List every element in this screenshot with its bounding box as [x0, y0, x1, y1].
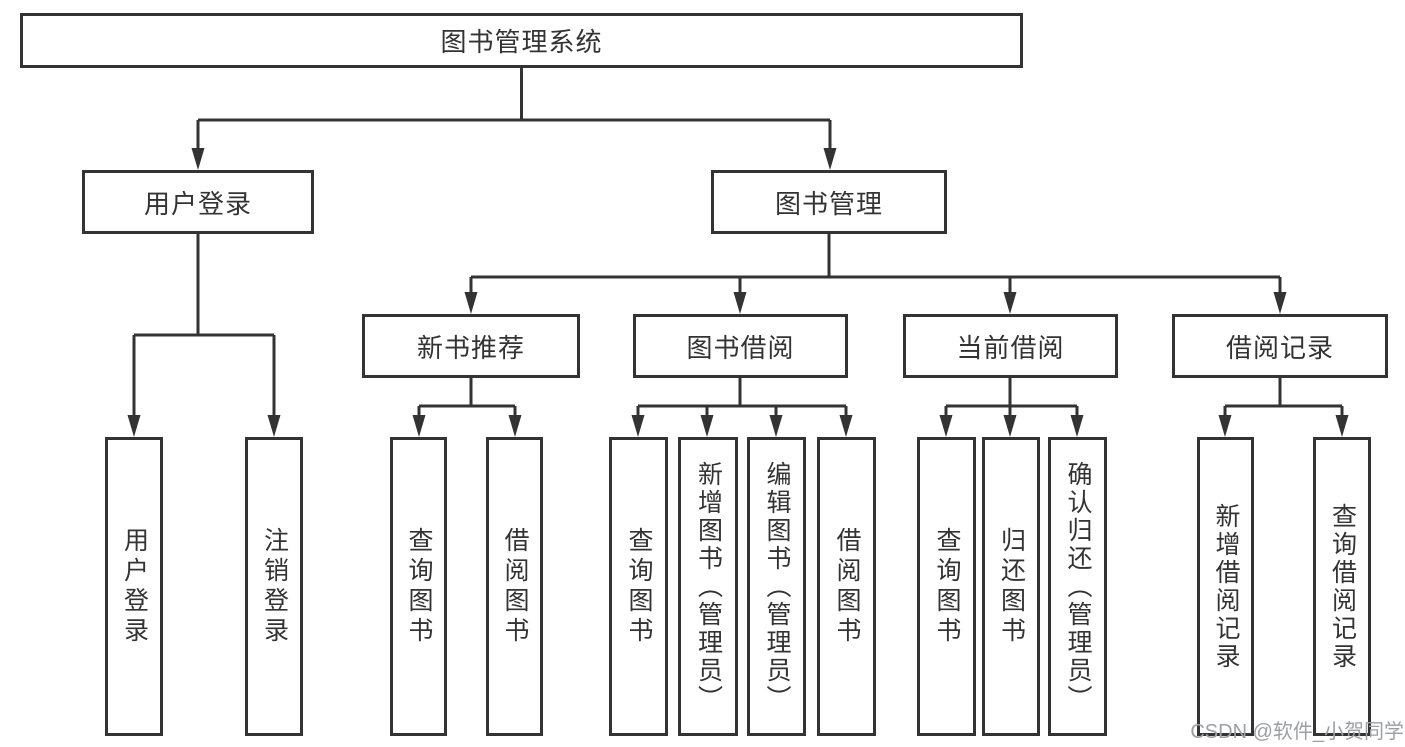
node-new-book-recommend: 新书推荐 — [362, 314, 580, 378]
leaf-borrow-books: 借阅图书 — [817, 437, 876, 736]
leaf-query-borrow-record: 查询借阅记录 — [1313, 437, 1371, 736]
csdn-watermark: CSDN @软件_小贺同学 — [1190, 721, 1404, 743]
node-root-system: 图书管理系统 — [20, 13, 1023, 68]
leaf-return-books: 归还图书 — [982, 437, 1040, 736]
leaf-add-borrow-record: 新增借阅记录 — [1197, 437, 1254, 736]
node-book-management: 图书管理 — [711, 170, 947, 234]
arrowheads — [127, 148, 1349, 437]
node-book-borrow: 图书借阅 — [633, 314, 848, 378]
node-current-borrow: 当前借阅 — [903, 314, 1118, 378]
leaf-add-books-admin: 新增图书（管理员） — [678, 437, 738, 736]
node-user-login: 用户登录 — [82, 170, 314, 234]
leaf-confirm-return-admin: 确认归还（管理员） — [1048, 437, 1107, 736]
leaf-query-books-recommend: 查询图书 — [390, 437, 447, 736]
leaf-borrow-books-recommend: 借阅图书 — [486, 437, 543, 736]
leaf-edit-books-admin: 编辑图书（管理员） — [747, 437, 806, 736]
leaf-user-login: 用户登录 — [105, 437, 163, 736]
node-borrow-records: 借阅记录 — [1172, 314, 1388, 378]
leaf-logout: 注销登录 — [245, 437, 303, 736]
leaf-query-books-borrow: 查询图书 — [609, 437, 668, 736]
connector-strokes — [132, 68, 1344, 417]
leaf-query-books-current: 查询图书 — [917, 437, 976, 736]
